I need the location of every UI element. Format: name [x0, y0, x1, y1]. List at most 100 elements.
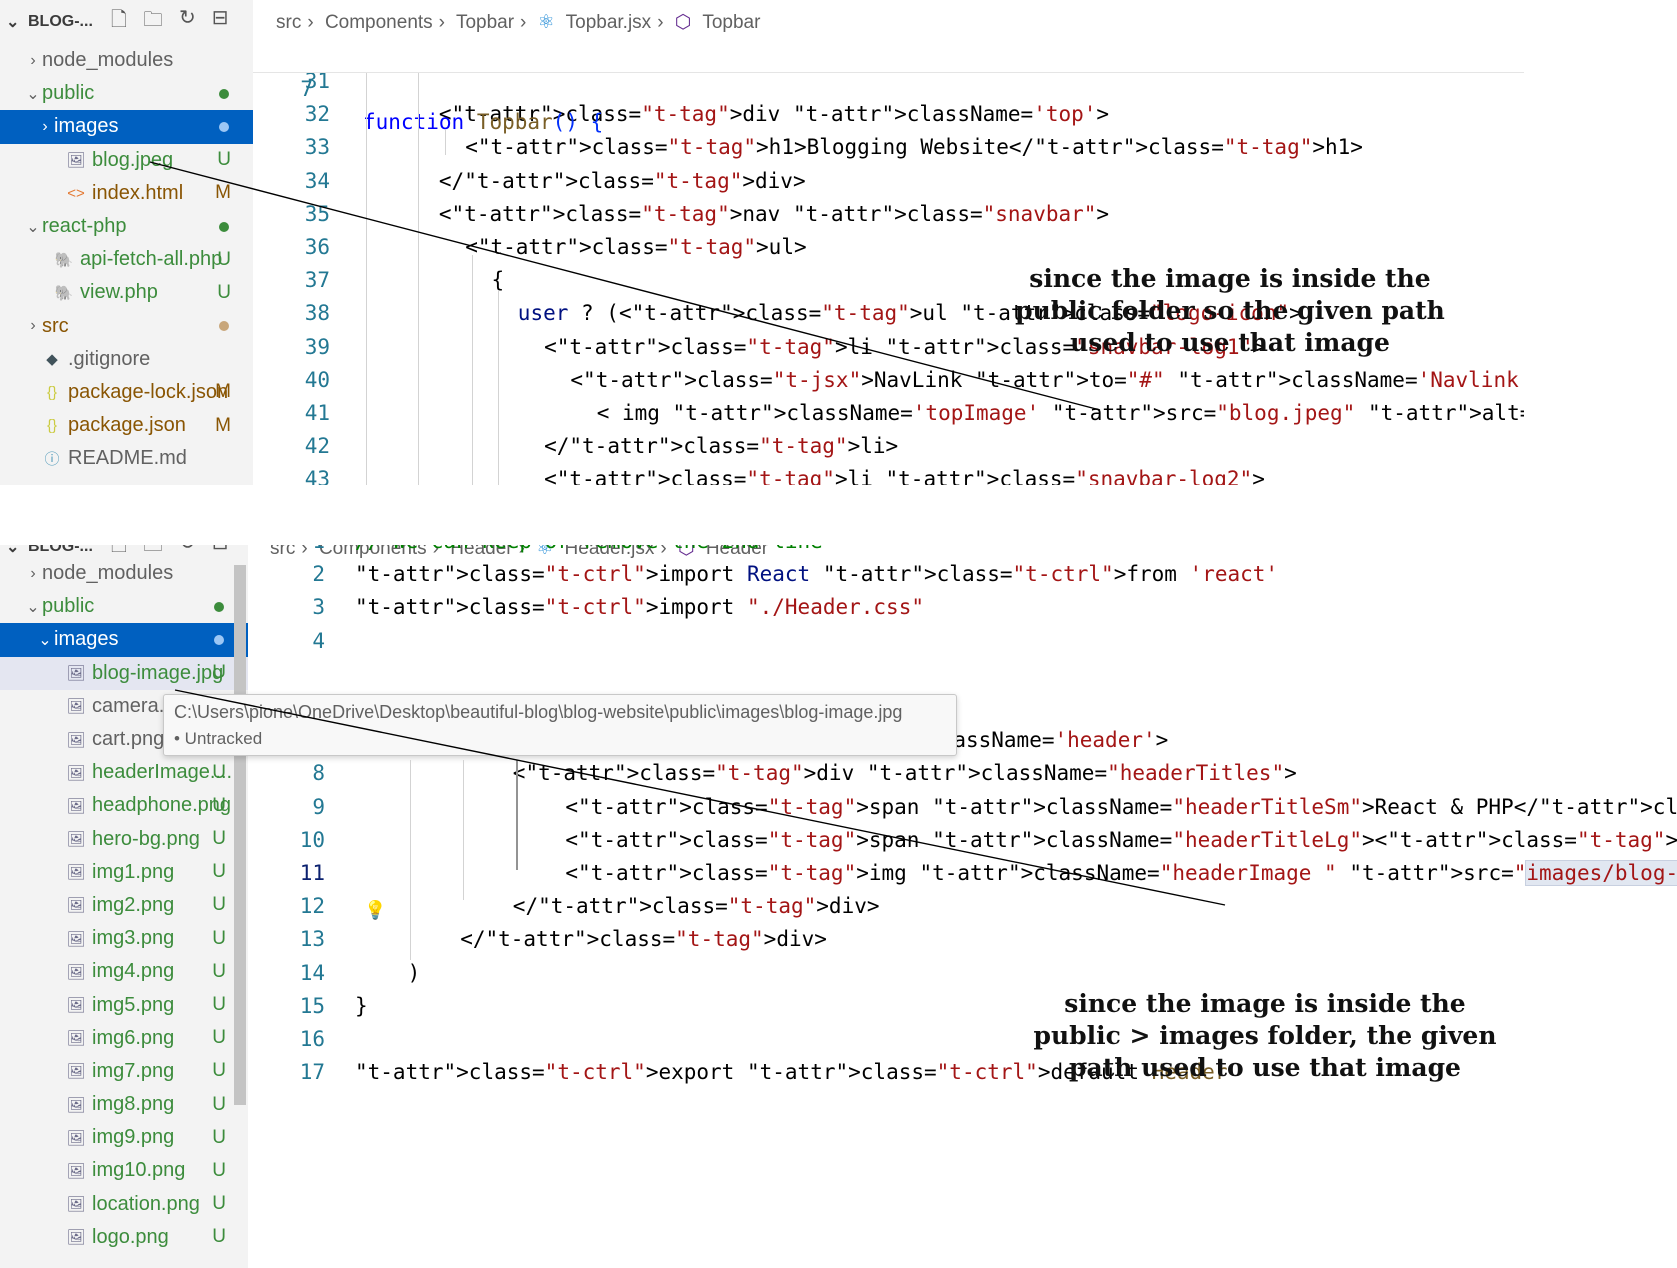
breadcrumb-components[interactable]: Components	[324, 12, 433, 33]
code-line[interactable]: 43<"t-attr">class="t-tag">li "t-attr">cl…	[270, 463, 1524, 485]
code-line[interactable]: 40<"t-attr">class="t-jsx">NavLink "t-att…	[270, 364, 1524, 397]
tree-item[interactable]: ⌄images	[0, 623, 248, 657]
code-text: "t-attr">class="t-ctrl">export "t-attr">…	[355, 1060, 1228, 1085]
code-line[interactable]: 3"t-attr">class="t-ctrl">import "./Heade…	[265, 591, 1677, 624]
breadcrumb-src[interactable]: src	[270, 545, 296, 559]
code-line[interactable]: 4	[265, 625, 1677, 658]
code-line[interactable]: 32<"t-attr">class="t-tag">div "t-attr">c…	[270, 98, 1524, 131]
code-line[interactable]: 34</"t-attr">class="t-tag">div>	[270, 165, 1524, 198]
code-line[interactable]: 17"t-attr">class="t-ctrl">export "t-attr…	[265, 1056, 1677, 1089]
collapse-all-icon[interactable]: ⊟	[212, 545, 229, 564]
code-line[interactable]: 12</"t-attr">class="t-tag">div>	[265, 890, 1677, 923]
tree-item[interactable]: ›images	[0, 110, 253, 144]
code-line[interactable]: 11<"t-attr">class="t-tag">img "t-attr">c…	[265, 857, 1677, 890]
image-file-icon: 🖼	[66, 1162, 86, 1180]
new-file-icon[interactable]: 🗋	[110, 9, 127, 31]
chevron-right-icon[interactable]: ›	[30, 564, 36, 582]
new-folder-icon[interactable]: 🗀	[142, 545, 163, 556]
code-line[interactable]: 16	[265, 1023, 1677, 1056]
sticky-scroll-header[interactable]: 7 function Topbar() {	[253, 40, 1524, 134]
chevron-down-icon[interactable]: ⌄	[38, 631, 52, 649]
code-line[interactable]: 2"t-attr">class="t-ctrl">import React "t…	[265, 558, 1677, 591]
refresh-icon[interactable]: ↻	[178, 7, 196, 29]
code-line[interactable]: 42</"t-attr">class="t-tag">li>	[270, 430, 1524, 463]
tree-item[interactable]: ›src	[0, 310, 253, 343]
code-line[interactable]: 13</"t-attr">class="t-tag">div>	[265, 923, 1677, 956]
chevron-down-icon[interactable]: ⌄	[6, 14, 20, 31]
code-line[interactable]: 41< img "t-attr">className='topImage' "t…	[270, 397, 1524, 430]
tree-item[interactable]: ⌄public	[0, 590, 248, 623]
scrollbar-thumb[interactable]	[234, 565, 246, 1105]
code-line[interactable]: 14)	[265, 957, 1677, 990]
new-file-icon[interactable]: 🗋	[110, 545, 127, 556]
explorer-header[interactable]: ⌄ BLOG-... 🗋 🗀 ↻ ⊟	[0, 545, 248, 557]
tooltip-status: • Untracked	[174, 729, 263, 748]
breadcrumb-symbol[interactable]: Topbar	[702, 12, 761, 33]
tree-item[interactable]: ›node_modules	[0, 557, 248, 590]
refresh-icon[interactable]: ↻	[179, 545, 196, 564]
image-file-icon: 🖼	[66, 897, 86, 915]
tree-item[interactable]: ⌄react-php	[0, 210, 253, 243]
code-line[interactable]: 8<"t-attr">class="t-tag">div "t-attr">cl…	[265, 757, 1677, 790]
explorer-header[interactable]: ⌄ BLOG-... 🗋 🗀 ↻ ⊟	[0, 0, 253, 44]
breadcrumb-symbol[interactable]: Header	[705, 545, 769, 559]
code-line[interactable]: 1// We can keep or remove the 2nd line	[265, 545, 1677, 558]
code-line[interactable]: 10<"t-attr">class="t-tag">span "t-attr">…	[265, 824, 1677, 857]
html-file-icon: <>	[67, 184, 85, 202]
git-status-dot	[219, 321, 229, 332]
tree-item[interactable]: ⌄public	[0, 77, 253, 110]
line-number: 3	[312, 595, 325, 620]
breadcrumb-header-folder[interactable]: Header	[450, 545, 513, 559]
tree-item[interactable]: 🖼headerImage....U	[0, 756, 248, 789]
chevron-down-icon[interactable]: ⌄	[26, 598, 40, 616]
tree-item[interactable]: ›node_modules	[0, 44, 253, 77]
indent-guide	[498, 290, 499, 485]
breadcrumb-topbar-folder[interactable]: Topbar	[455, 12, 515, 33]
chevron-down-icon[interactable]: ⌄	[26, 218, 40, 236]
new-folder-icon[interactable]: 🗀	[142, 9, 163, 31]
chevron-right-icon[interactable]: ›	[30, 317, 36, 335]
breadcrumb-src[interactable]: src	[276, 12, 302, 33]
lightbulb-icon[interactable]: 💡	[364, 900, 387, 921]
code-line[interactable]: 15}	[265, 990, 1677, 1023]
chevron-down-icon[interactable]: ⌄	[6, 545, 20, 556]
breadcrumb-file[interactable]: Header.jsx	[564, 545, 655, 559]
tree-item-label: img5.png	[92, 993, 175, 1016]
tree-item[interactable]: 🖼cart.png	[0, 723, 248, 756]
chevron-right-icon[interactable]: ›	[42, 117, 48, 135]
code-line[interactable]: 9<"t-attr">class="t-tag">span "t-attr">c…	[265, 791, 1677, 824]
chevron-down-icon[interactable]: ⌄	[26, 85, 40, 103]
collapse-all-icon[interactable]: ⊟	[211, 7, 229, 29]
chevron-right-icon[interactable]: ›	[30, 51, 36, 69]
code-line[interactable]: 31	[270, 65, 1524, 98]
code-line[interactable]: 36<"t-attr">class="t-tag">ul>	[270, 231, 1524, 264]
breadcrumb-components[interactable]: Components	[318, 545, 427, 559]
breadcrumb-file[interactable]: Topbar.jsx	[565, 12, 652, 33]
tree-item[interactable]: ◆.gitignore	[0, 343, 253, 376]
code-line[interactable]: 33<"t-attr">class="t-tag">h1>Blogging We…	[270, 131, 1524, 164]
code-line[interactable]: 35<"t-attr">class="t-tag">nav "t-attr">c…	[270, 198, 1524, 231]
explorer-sidebar: ⌄ BLOG-... 🗋 🗀 ↻ ⊟ ›node_modules⌄public⌄…	[0, 545, 248, 1268]
